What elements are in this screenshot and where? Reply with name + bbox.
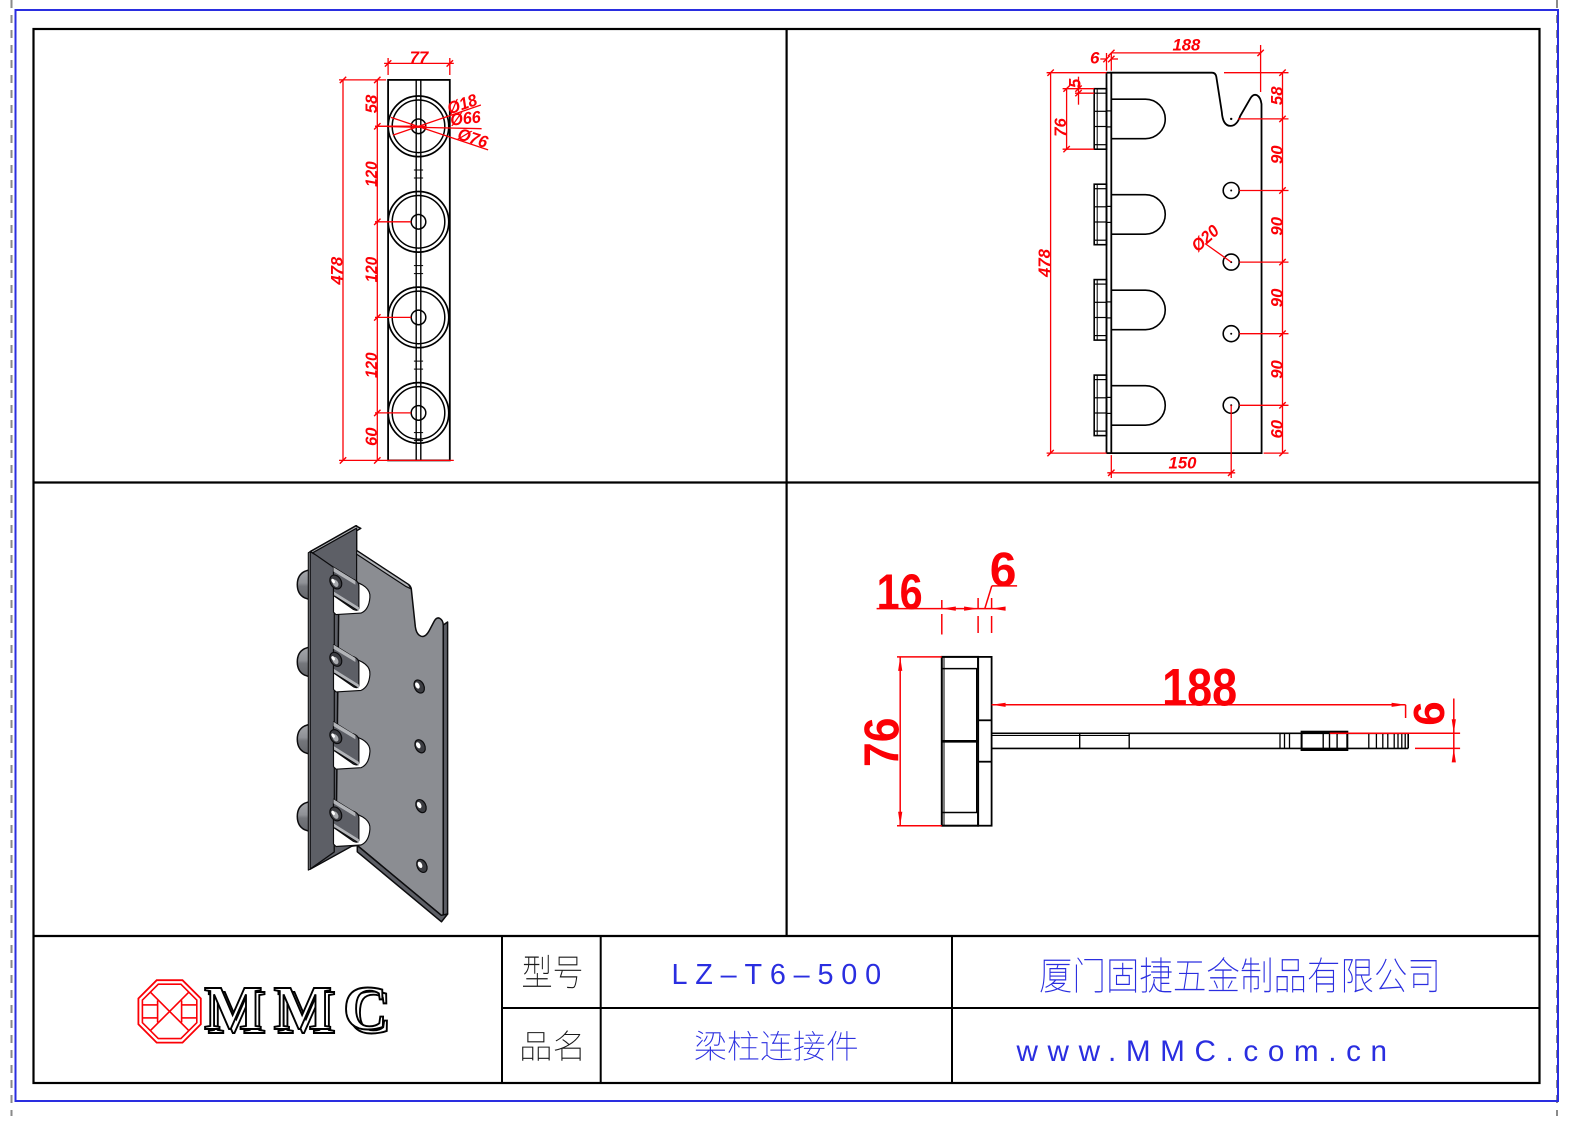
svg-text:58: 58 bbox=[362, 94, 381, 113]
svg-text:MMC: MMC bbox=[204, 975, 399, 1043]
svg-text:6: 6 bbox=[990, 544, 1017, 597]
svg-text:90: 90 bbox=[1267, 288, 1286, 307]
svg-text:120: 120 bbox=[362, 256, 381, 282]
svg-text:76: 76 bbox=[856, 718, 910, 768]
svg-text:76: 76 bbox=[1051, 118, 1070, 137]
svg-text:478: 478 bbox=[1035, 249, 1054, 278]
svg-text:150: 150 bbox=[1169, 453, 1197, 472]
svg-text:6: 6 bbox=[1090, 49, 1100, 68]
svg-text:LZ–T6–500: LZ–T6–500 bbox=[671, 959, 889, 991]
svg-text:60: 60 bbox=[362, 427, 381, 446]
svg-text:90: 90 bbox=[1267, 360, 1286, 379]
svg-text:58: 58 bbox=[1267, 86, 1286, 105]
svg-text:90: 90 bbox=[1267, 216, 1286, 235]
svg-text:120: 120 bbox=[362, 352, 381, 378]
svg-text:Ø66: Ø66 bbox=[449, 107, 482, 129]
svg-text:5: 5 bbox=[1065, 78, 1084, 88]
svg-text:188: 188 bbox=[1172, 36, 1200, 55]
svg-text:77: 77 bbox=[410, 48, 430, 67]
svg-text:16: 16 bbox=[877, 564, 923, 620]
svg-text:90: 90 bbox=[1267, 145, 1286, 164]
svg-text:120: 120 bbox=[362, 161, 381, 187]
svg-text:6: 6 bbox=[1405, 701, 1454, 725]
svg-text:www.MMC.com.cn: www.MMC.com.cn bbox=[1016, 1035, 1397, 1068]
svg-text:478: 478 bbox=[328, 256, 347, 285]
svg-text:188: 188 bbox=[1162, 659, 1237, 718]
svg-text:60: 60 bbox=[1267, 419, 1286, 438]
svg-text:MMC: MMC bbox=[208, 979, 403, 1047]
